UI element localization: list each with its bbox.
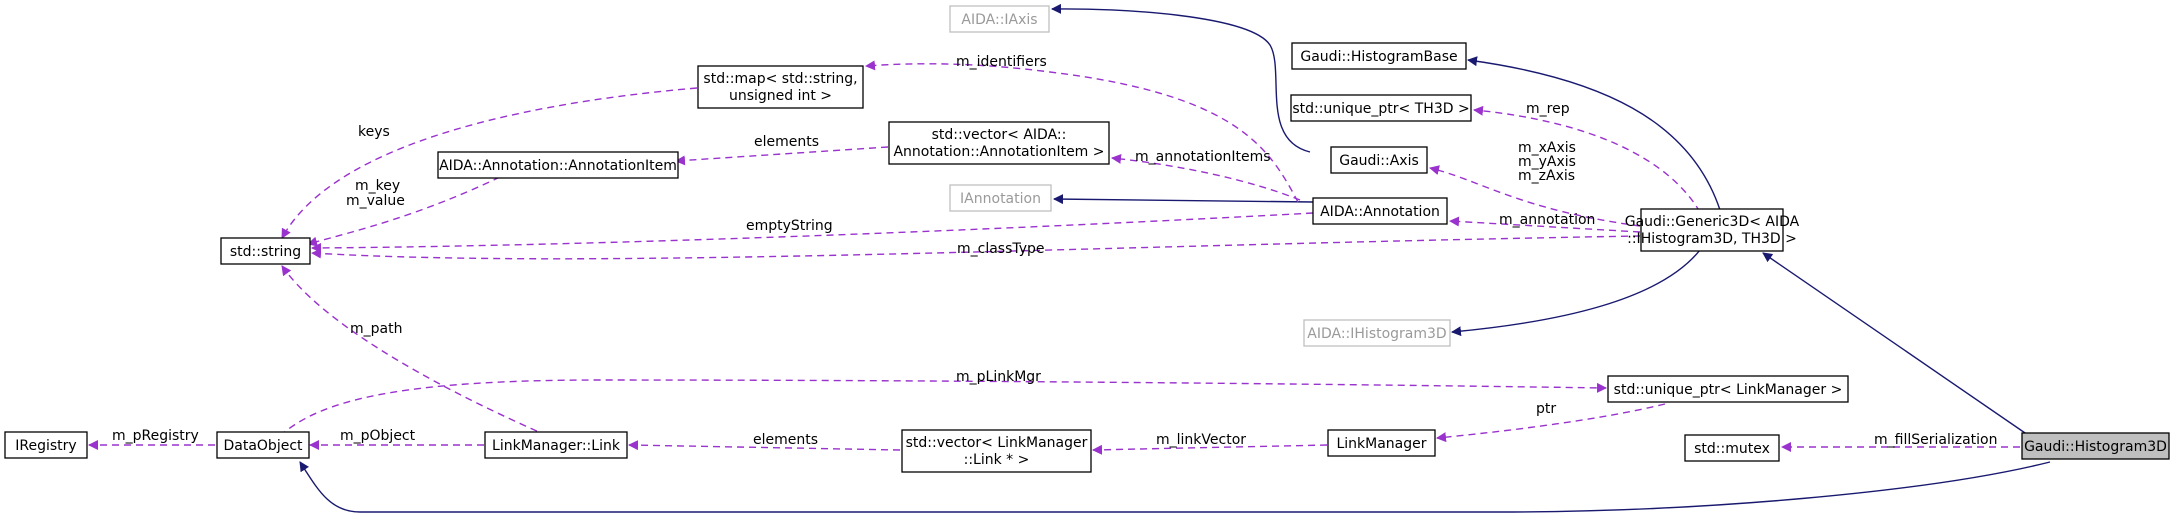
node-std-map[interactable]: std::map< std::string, unsigned int > (697, 65, 864, 109)
edge-generic3d-rep (1473, 105, 1701, 213)
node-dataobject[interactable]: DataObject (216, 431, 310, 459)
node-linkmanager-link-label: LinkManager::Link (492, 438, 621, 454)
label-m-pobject: m_pObject (340, 428, 416, 444)
node-aida-ihistogram3d-label: AIDA::IHistogram3D (1307, 326, 1446, 342)
edge-annotation-items (1111, 153, 1301, 201)
label-emptystring: emptyString (746, 218, 833, 234)
edge-histogram3d-to-generic3d (1762, 252, 2029, 436)
label-keys: keys (358, 124, 390, 140)
label-m-key: m_key (355, 178, 400, 194)
label-elements-annot: elements (754, 134, 819, 150)
edge-link-elements (628, 440, 901, 451)
edge-string-keys (281, 87, 698, 239)
node-gaudi-generic3d[interactable]: Gaudi::Generic3D< AIDA ::IHistogram3D, T… (1625, 208, 1800, 252)
node-unique-ptr-linkmanager-label: std::unique_ptr< LinkManager > (1614, 382, 1843, 398)
node-iregistry[interactable]: IRegistry (4, 431, 88, 459)
edges (88, 3, 2051, 513)
edge-map-identifiers (865, 60, 1299, 203)
node-gaudi-histogram3d[interactable]: Gaudi::Histogram3D (2021, 432, 2170, 460)
node-aida-annotation-label: AIDA::Annotation (1320, 204, 1440, 220)
node-std-map-label-1: std::map< std::string, (703, 71, 857, 87)
label-m-fillserialization: m_fillSerialization (1874, 432, 1997, 448)
node-iannotation[interactable]: IAnnotation (949, 184, 1052, 212)
node-std-mutex-label: std::mutex (1694, 441, 1770, 457)
nodes: AIDA::IAxis Gaudi::HistogramBase std::ma… (4, 5, 2170, 473)
node-aida-iaxis-label: AIDA::IAxis (961, 12, 1037, 28)
node-linkmanager-label: LinkManager (1336, 436, 1426, 452)
node-aida-annotation[interactable]: AIDA::Annotation (1312, 197, 1448, 225)
edge-unique-ptr-linkmgr (279, 379, 1607, 437)
node-gaudi-generic3d-label-1: Gaudi::Generic3D< AIDA (1625, 214, 1800, 230)
node-std-mutex[interactable]: std::mutex (1684, 434, 1780, 462)
label-m-plinkmgr: m_pLinkMgr (956, 369, 1041, 385)
node-std-vector-annotation[interactable]: std::vector< AIDA:: Annotation::Annotati… (888, 121, 1110, 165)
node-gaudi-histogrambase[interactable]: Gaudi::HistogramBase (1291, 42, 1467, 70)
node-annotation-item-label: AIDA::Annotation::AnnotationItem (439, 158, 677, 174)
node-linkmanager[interactable]: LinkManager (1327, 429, 1436, 457)
label-m-identifiers: m_identifiers (956, 54, 1047, 70)
node-aida-ihistogram3d[interactable]: AIDA::IHistogram3D (1303, 319, 1451, 347)
node-gaudi-axis-label: Gaudi::Axis (1339, 153, 1419, 169)
label-ptr: ptr (1536, 401, 1556, 417)
node-unique-ptr-th3d[interactable]: std::unique_ptr< TH3D > (1290, 94, 1472, 122)
node-gaudi-axis[interactable]: Gaudi::Axis (1330, 146, 1428, 174)
node-std-vector-link-label-1: std::vector< LinkManager (906, 435, 1088, 451)
label-m-classtype: m_classType (957, 241, 1045, 257)
label-m-yaxis: m_yAxis (1518, 154, 1576, 170)
node-gaudi-histogram3d-label: Gaudi::Histogram3D (2024, 439, 2167, 455)
edge-axis-to-iaxis (1051, 3, 1311, 153)
edge-string-path (281, 265, 549, 437)
node-gaudi-generic3d-label-2: ::IHistogram3D, TH3D > (1627, 231, 1797, 247)
node-gaudi-histogrambase-label: Gaudi::HistogramBase (1300, 49, 1457, 65)
node-std-string-label: std::string (230, 244, 301, 260)
node-std-map-label-2: unsigned int > (729, 88, 832, 104)
edge-string-key-value (307, 176, 501, 247)
edge-annotation-to-iannotation (1053, 194, 1314, 205)
edge-vector-linkvector (1092, 444, 1328, 455)
node-linkmanager-link[interactable]: LinkManager::Link (484, 431, 628, 459)
edge-histogram3d-to-dataobject (299, 461, 2051, 513)
edge-generic3d-to-histogrambase (1467, 56, 1721, 211)
edge-string-emptystring (311, 212, 1314, 253)
label-m-pregistry: m_pRegistry (112, 428, 199, 444)
label-m-value: m_value (346, 193, 405, 209)
edge-linkmanager-ptr (1436, 403, 1666, 443)
label-m-annotationitems: m_annotationItems (1135, 149, 1271, 165)
edge-labels: m_identifiers keys elements m_key m_valu… (112, 54, 1997, 448)
node-std-vector-link[interactable]: std::vector< LinkManager ::Link * > (901, 429, 1092, 473)
label-m-zaxis: m_zAxis (1518, 168, 1575, 184)
edge-generic3d-annotation (1449, 216, 1641, 233)
edge-generic3d-to-ihistogram3d (1451, 249, 1701, 337)
label-m-xaxis: m_xAxis (1518, 140, 1576, 156)
edge-generic3d-axis (1429, 165, 1641, 227)
label-elements-link: elements (753, 432, 818, 448)
label-m-rep: m_rep (1526, 101, 1570, 117)
node-dataobject-label: DataObject (223, 438, 303, 454)
edge-string-classtype (311, 235, 1641, 260)
node-std-vector-link-label-2: ::Link * > (964, 452, 1030, 468)
node-annotation-item[interactable]: AIDA::Annotation::AnnotationItem (437, 151, 679, 179)
node-std-vector-annotation-label-2: Annotation::AnnotationItem > (893, 144, 1104, 160)
label-m-annotation: m_annotation (1499, 212, 1595, 228)
node-unique-ptr-linkmanager[interactable]: std::unique_ptr< LinkManager > (1607, 375, 1849, 403)
node-unique-ptr-th3d-label: std::unique_ptr< TH3D > (1292, 101, 1469, 117)
label-m-linkvector: m_linkVector (1156, 432, 1246, 448)
label-m-path: m_path (350, 321, 402, 337)
node-std-vector-annotation-label-1: std::vector< AIDA:: (932, 127, 1067, 143)
node-std-string[interactable]: std::string (220, 237, 311, 265)
node-iregistry-label: IRegistry (15, 438, 76, 454)
node-aida-iaxis[interactable]: AIDA::IAxis (949, 5, 1050, 33)
node-iannotation-label: IAnnotation (960, 191, 1041, 207)
